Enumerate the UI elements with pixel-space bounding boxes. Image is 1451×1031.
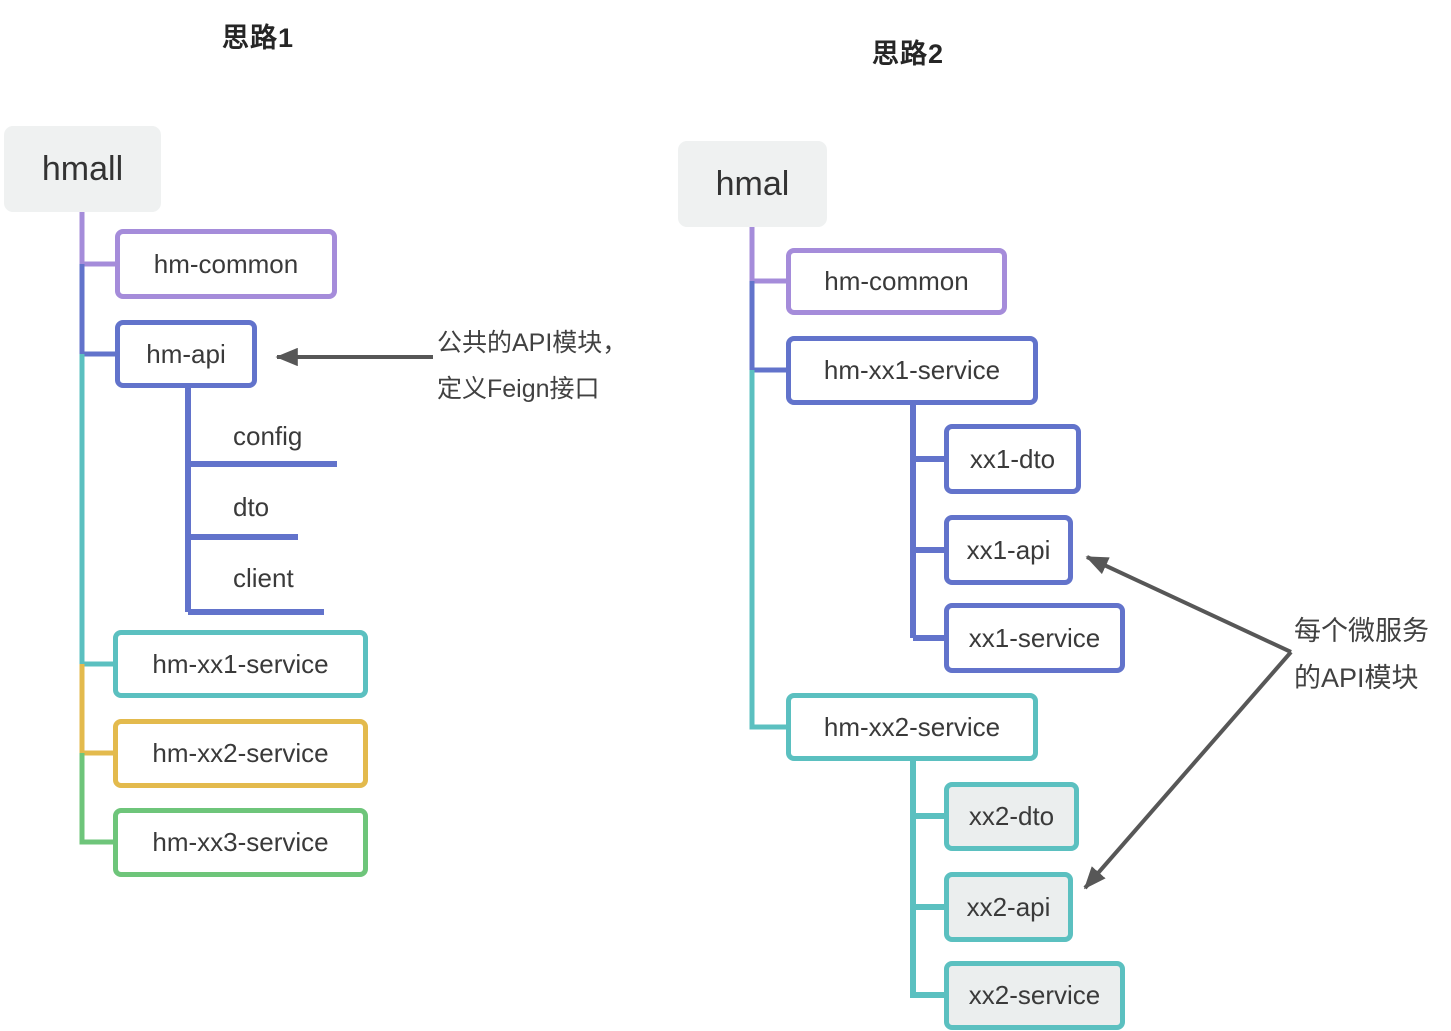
d2-node-hmal: hmal	[678, 141, 827, 227]
d1-branch-hm-xx3-service	[79, 753, 114, 845]
d2-annotation-arrow-xx2-api	[1083, 650, 1293, 890]
d1-annotation-text: 公共的API模块， 定义Feign接口	[437, 320, 627, 412]
d1-branch-hm-xx2-service	[79, 664, 114, 756]
d1-annotation-line2: 定义Feign接口	[437, 375, 600, 403]
d1-branch-hm-api	[79, 264, 116, 357]
d2-annotation-line1: 每个微服务	[1294, 616, 1429, 646]
d1-node-hm-api: hm-api	[115, 320, 257, 388]
d2-node-hm-common: hm-common	[786, 248, 1007, 315]
diagram1-title: 思路1	[222, 23, 295, 53]
d1-node-client: client	[233, 563, 294, 593]
diagram2-title: 思路2	[872, 39, 945, 69]
d1-node-hmall: hmall	[4, 126, 161, 212]
d1-node-hm-common: hm-common	[115, 229, 337, 299]
d1-branch-hm-xx1-service	[79, 354, 114, 667]
d2-node-xx1-service: xx1-service	[944, 603, 1125, 673]
d2-node-xx2-api: xx2-api	[944, 872, 1073, 942]
d2-node-xx2-service: xx2-service	[944, 961, 1125, 1030]
d2-branch-hm-xx2-service	[749, 370, 788, 730]
d1-node-hm-xx3-service: hm-xx3-service	[113, 808, 368, 877]
d2-annotation-line2: 的API模块	[1294, 663, 1419, 693]
d1-node-hm-xx2-service: hm-xx2-service	[113, 719, 368, 788]
d2-node-xx1-api: xx1-api	[944, 515, 1073, 585]
d2-branch-hm-xx1-service	[749, 281, 788, 373]
d2-node-xx2-dto: xx2-dto	[944, 782, 1079, 851]
d2-annotation-arrow-xx1-api	[1085, 555, 1292, 654]
d1-annotation-line1: 公共的API模块，	[437, 329, 628, 357]
d2-node-xx1-dto: xx1-dto	[944, 424, 1081, 494]
d2-branch-hm-common	[749, 226, 788, 284]
d1-branch-hm-common	[79, 211, 116, 267]
d1-node-hm-xx1-service: hm-xx1-service	[113, 630, 368, 698]
d2-annotation-text: 每个微服务 的API模块	[1294, 608, 1429, 702]
d2-node-hm-xx2-service: hm-xx2-service	[786, 693, 1038, 761]
d2-node-hm-xx1-service: hm-xx1-service	[786, 336, 1038, 405]
d1-node-config: config	[233, 421, 303, 451]
d2-xx2-subtree-trunk	[910, 759, 946, 998]
d1-node-dto: dto	[233, 492, 270, 522]
